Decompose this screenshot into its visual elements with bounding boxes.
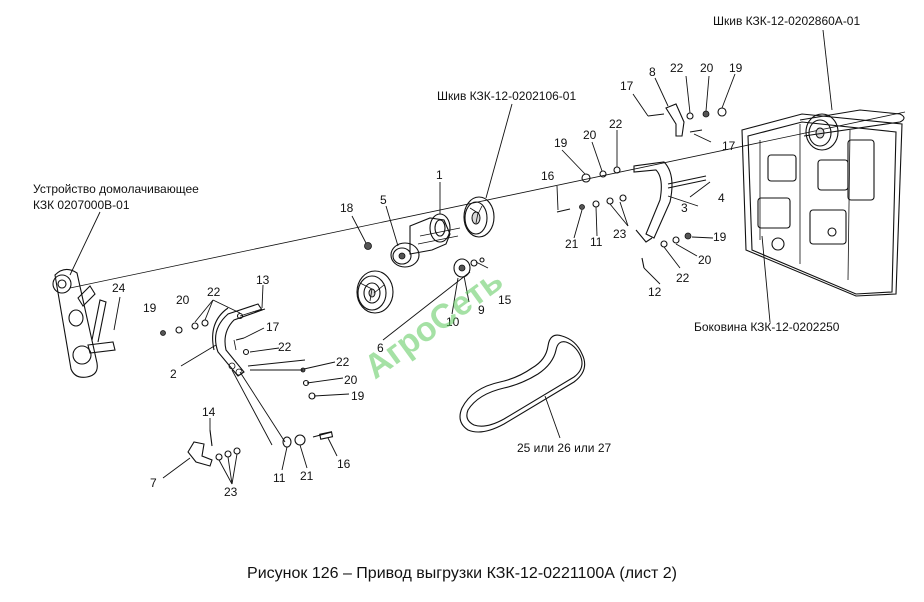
- label-pulley-center: Шкив КЗК-12-0202106-01: [437, 89, 576, 103]
- figure-caption: Рисунок 126 – Привод выгрузки КЗК-12-022…: [247, 565, 677, 582]
- callout-19-top: 19: [729, 61, 743, 75]
- callout-10: 10: [446, 315, 460, 329]
- callout-15: 15: [498, 293, 512, 307]
- callout-4: 4: [718, 191, 725, 205]
- callout-9: 9: [478, 303, 485, 317]
- pulley-6: [356, 270, 394, 314]
- leader-device: [69, 211, 101, 276]
- label-pulley-top-right: Шкив КЗК-12-0202860А-01: [713, 14, 860, 28]
- hub-10: [453, 257, 485, 278]
- callout-22-panel: 22: [676, 271, 690, 285]
- callout-18: 18: [340, 201, 354, 215]
- callout-20-top: 20: [700, 61, 714, 75]
- callout-8: 8: [649, 65, 656, 79]
- callout-19-mid: 19: [351, 389, 365, 403]
- hardware-bottom: [282, 431, 334, 448]
- callout-14: 14: [202, 405, 216, 419]
- hardware-bracket: [233, 337, 250, 356]
- callout-16-bottom: 16: [337, 457, 351, 471]
- hardware-left: [160, 308, 266, 336]
- callout-21-bottom: 21: [300, 469, 314, 483]
- lever-8: [647, 103, 727, 137]
- callout-3: 3: [681, 201, 688, 215]
- watermark: АгроСеть: [357, 261, 509, 386]
- bracket-3: [633, 161, 673, 269]
- callout-19-right: 19: [554, 136, 568, 150]
- callout-17-right: 17: [722, 139, 736, 153]
- nut-18: [364, 242, 372, 250]
- callout-23-bottom: 23: [224, 485, 238, 499]
- side-panel: [741, 109, 905, 297]
- bracket-2: [212, 303, 263, 377]
- callout-20-panel: 20: [698, 253, 712, 267]
- callout-17-left: 17: [266, 320, 280, 334]
- callout-22-bracket: 22: [278, 340, 292, 354]
- callout-7: 7: [150, 476, 157, 490]
- label-device-line2: КЗК 0207000В-01: [33, 198, 130, 212]
- callout-16-right: 16: [541, 169, 555, 183]
- callout-11-bottom: 11: [273, 471, 286, 485]
- callout-22-top: 22: [670, 61, 684, 75]
- label-belt: 25 или 26 или 27: [517, 441, 612, 455]
- callout-23-right: 23: [613, 227, 627, 241]
- callout-20-left: 20: [176, 293, 190, 307]
- pulley-5: [390, 242, 420, 268]
- pulley-center-top: [463, 196, 495, 238]
- leader-lines: [113, 29, 833, 485]
- callout-19-left: 19: [143, 301, 157, 315]
- bracket-7: [187, 429, 241, 467]
- v-belt: [459, 334, 586, 433]
- callout-19-panel: 19: [713, 230, 727, 244]
- callout-numbers: 1 2 3 4 5 6 7 8 9 10 11 11 12 13 14 15 1…: [112, 61, 743, 499]
- callout-13: 13: [256, 273, 270, 287]
- callout-17-top: 17: [620, 79, 634, 93]
- part-labels: Шкив КЗК-12-0202860А-01 Шкив КЗК-12-0202…: [33, 14, 860, 455]
- callout-22-right: 22: [609, 117, 623, 131]
- threshing-device: [52, 268, 116, 378]
- callout-20-mid: 20: [344, 373, 358, 387]
- shaft-4: [667, 175, 707, 185]
- label-side-panel: Боковина КЗК-12-0202250: [694, 320, 840, 334]
- hardware-mid-left: [300, 367, 316, 400]
- callout-11-right: 11: [590, 235, 603, 249]
- callout-5: 5: [380, 193, 387, 207]
- callout-24: 24: [112, 281, 126, 295]
- callout-1: 1: [436, 168, 443, 182]
- callout-2: 2: [170, 367, 177, 381]
- callout-6: 6: [377, 341, 384, 355]
- label-device-line1: Устройство домолачивающее: [33, 182, 199, 196]
- callout-21-right: 21: [565, 237, 579, 251]
- callout-20-right: 20: [583, 128, 597, 142]
- callout-22-mid: 22: [336, 355, 350, 369]
- callout-22-left: 22: [207, 285, 221, 299]
- callout-12: 12: [648, 285, 662, 299]
